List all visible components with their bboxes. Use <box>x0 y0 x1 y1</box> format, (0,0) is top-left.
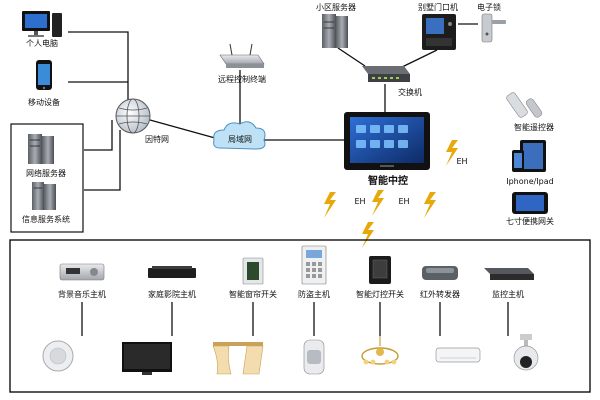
gateway-label: 七寸便携网关 <box>506 216 554 226</box>
electronic-lock: 电子锁 <box>477 2 506 43</box>
eh-label: EH <box>354 197 365 206</box>
ir-transmitter: 红外转发器 <box>420 266 481 363</box>
lightning-icon <box>424 192 436 218</box>
community-server: 小区服务器 <box>316 2 356 48</box>
lighting-switch-icon <box>369 256 391 284</box>
ir-transmitter-icon <box>422 266 458 280</box>
lightning-icon <box>324 192 336 218</box>
background-music-host: 背景音乐主机 <box>42 263 106 372</box>
subsystem-panel <box>9 239 591 393</box>
ceiling-speaker-icon <box>42 340 74 372</box>
villa-door-unit: 别墅门口机 <box>418 2 458 50</box>
lightning-icon <box>446 140 458 166</box>
community-server-label: 小区服务器 <box>316 2 356 12</box>
server-group-frame <box>10 123 84 233</box>
lan-node: 局域网 <box>213 121 266 150</box>
info-system-icon <box>32 182 56 210</box>
villa-door-label: 别墅门口机 <box>418 2 458 12</box>
cloud-icon <box>213 121 266 150</box>
background-music-host-label: 背景音乐主机 <box>58 289 106 299</box>
lightning-icon <box>372 190 384 216</box>
portable-gateway: 七寸便携网关 <box>506 192 554 226</box>
wireless-links: EH EH EH <box>324 140 468 248</box>
lan-label: 局域网 <box>228 134 252 144</box>
eh-label: EH <box>398 197 409 206</box>
curtain-icon <box>212 342 264 375</box>
pc-label: 个人电脑 <box>26 38 58 48</box>
motion-sensor-icon <box>303 339 325 375</box>
monitoring-host-icon <box>484 268 534 280</box>
mobile-device: 移动设备 <box>28 60 60 107</box>
pc-device: 个人电脑 <box>22 11 62 48</box>
home-theater-host-label: 家庭影院主机 <box>148 289 196 299</box>
remote-terminal-label: 远程控制终端 <box>218 74 266 84</box>
lighting-switch: 智能灯控开关 <box>356 256 404 365</box>
monitoring-host: 监控主机 <box>484 268 539 371</box>
curtain-switch: 智能窗帘开关 <box>212 257 277 375</box>
home-theater-host-icon <box>148 266 196 278</box>
curtain-switch-label: 智能窗帘开关 <box>229 289 277 299</box>
info-system-label: 信息服务系统 <box>22 214 70 224</box>
network-server-label: 网络服务器 <box>26 168 66 178</box>
remote-terminal: 远程控制终端 <box>218 43 266 84</box>
background-music-host-icon <box>59 263 105 281</box>
connection-lines <box>68 23 478 191</box>
smart-remote-label: 智能遥控器 <box>514 122 554 132</box>
security-host: 防盗主机 <box>298 245 330 375</box>
iphone-label: Iphone/Ipad <box>506 177 554 186</box>
chandelier-icon <box>361 336 399 365</box>
internet-label: 因特网 <box>145 134 169 144</box>
internet-node: 因特网 <box>115 98 169 144</box>
curtain-switch-icon <box>242 257 264 285</box>
tv-icon <box>122 342 172 375</box>
switch-label: 交换机 <box>398 87 422 97</box>
lighting-switch-label: 智能灯控开关 <box>356 289 404 299</box>
network-switch: 交换机 <box>362 66 422 97</box>
air-conditioner-icon <box>435 347 481 363</box>
ir-transmitter-label: 红外转发器 <box>420 289 460 299</box>
central-control-label: 智能中控 <box>368 174 408 187</box>
mobile-label: 移动设备 <box>28 97 60 107</box>
security-host-label: 防盗主机 <box>298 289 330 299</box>
home-theater-host: 家庭影院主机 <box>122 266 196 375</box>
electronic-lock-label: 电子锁 <box>477 2 501 12</box>
lightning-icon <box>362 222 374 248</box>
central-control-panel: 智能中控 <box>344 112 430 187</box>
smart-remote: 智能遥控器 <box>506 92 554 132</box>
security-host-icon <box>301 245 327 285</box>
eh-label: EH <box>456 157 467 166</box>
iphone-ipad: Iphone/Ipad <box>506 140 554 186</box>
server-group: 网络服务器 信息服务系统 <box>10 123 84 233</box>
network-server-icon <box>28 134 54 164</box>
dome-camera-icon <box>513 334 539 371</box>
monitoring-host-label: 监控主机 <box>492 289 524 299</box>
bottom-device-row: 背景音乐主机 家庭影院主机 智能窗帘开关 防盗主机 智能灯控开关 红外转发器 监控主机 <box>42 245 539 375</box>
